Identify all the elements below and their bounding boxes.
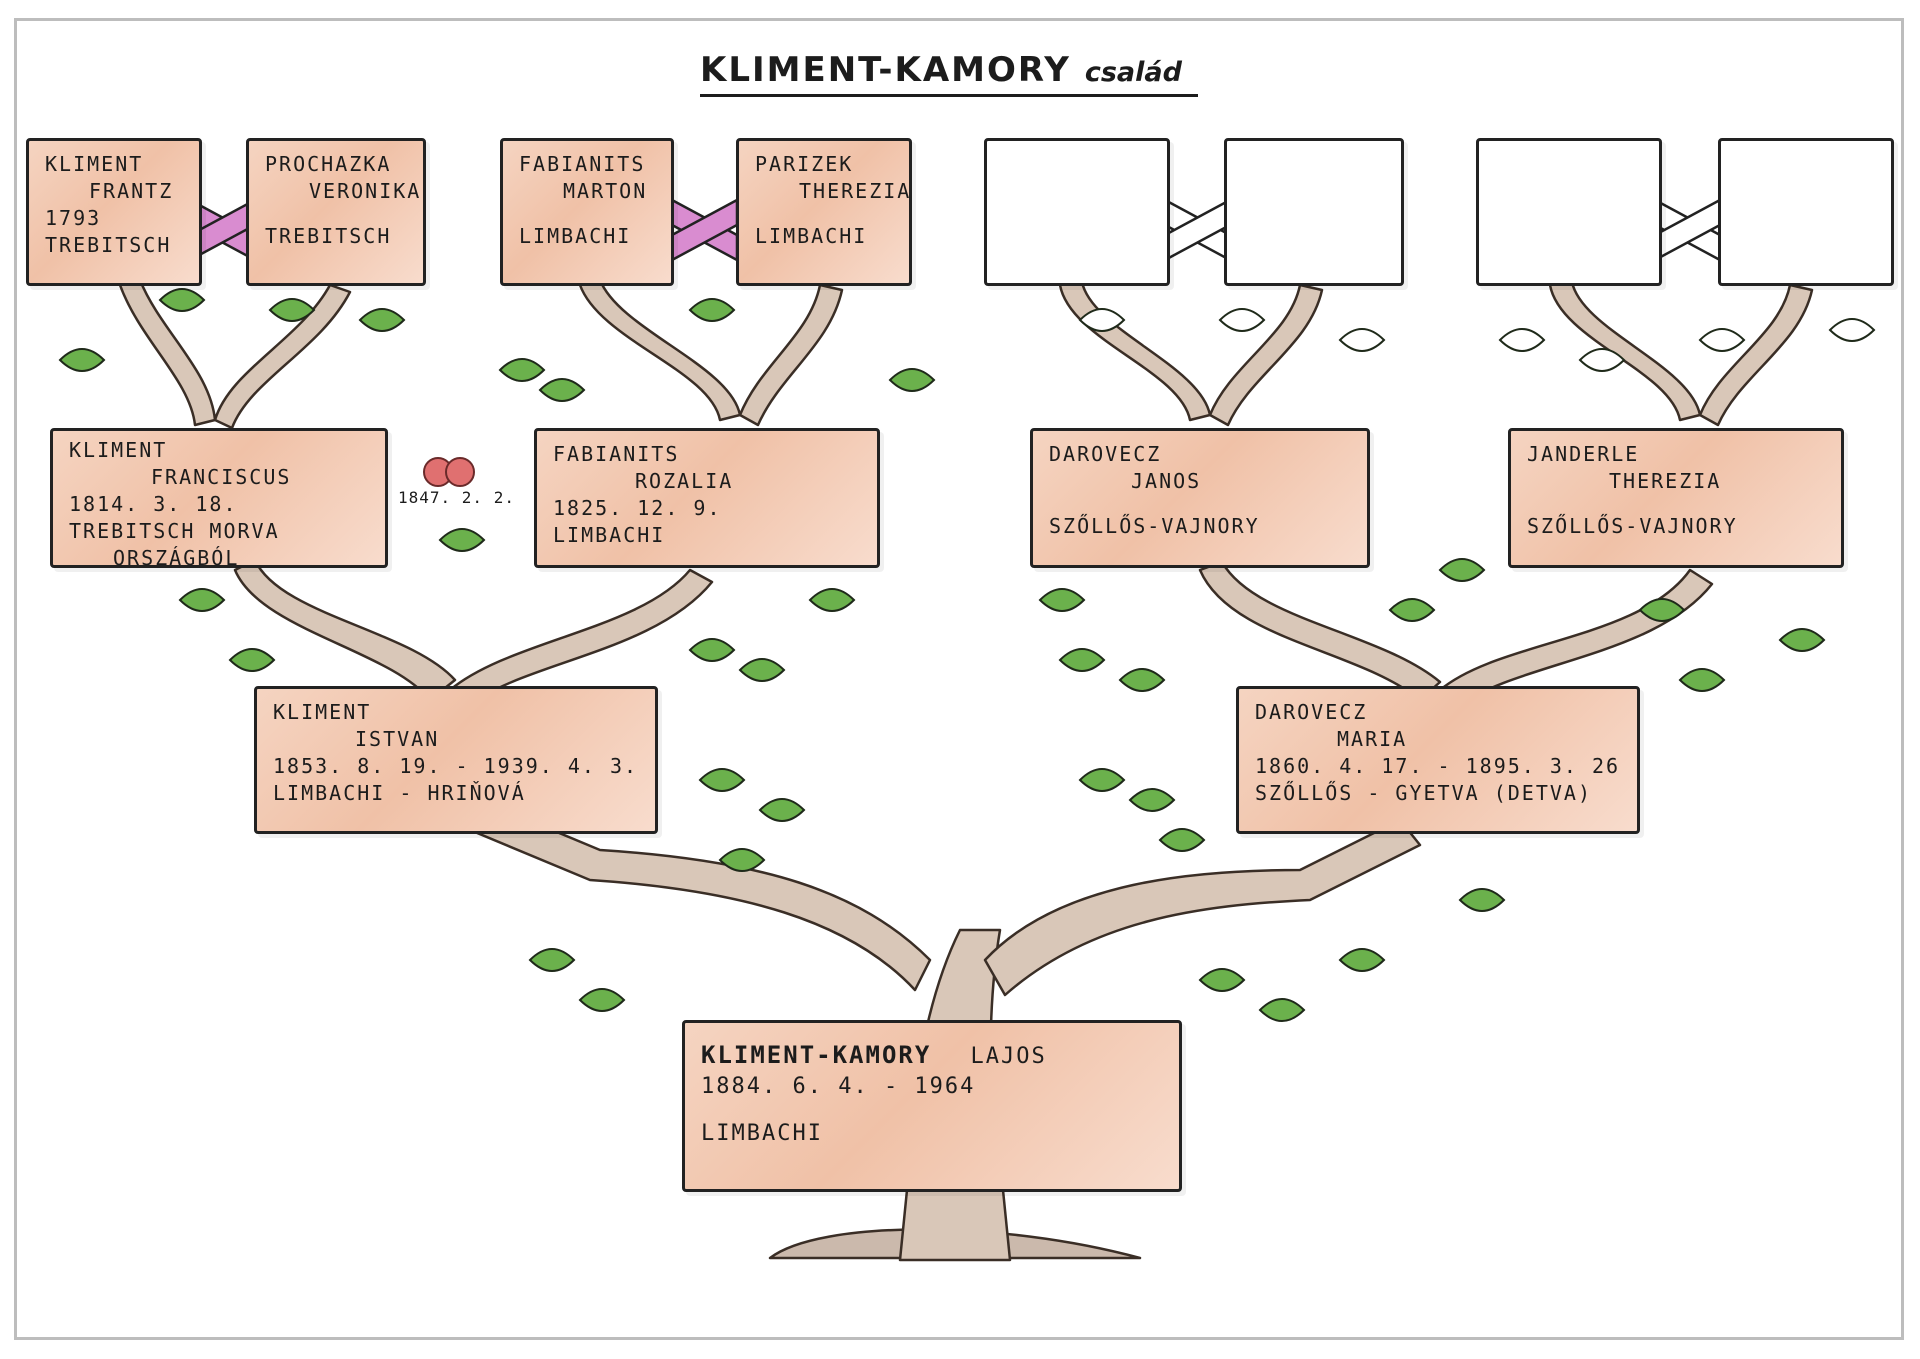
marriage-ribbons bbox=[188, 197, 1722, 263]
surname: FABIANITS bbox=[553, 442, 680, 466]
given-name: ROZALIA bbox=[635, 469, 734, 493]
person-card-darovecz-janos: DAROVECZ JANOS SZŐLLŐS-VAJNORY bbox=[1030, 428, 1370, 568]
given-name: JANOS bbox=[1131, 469, 1202, 493]
birth-date: 1825. 12. 9. bbox=[553, 496, 722, 520]
place: SZŐLLŐS-VAJNORY bbox=[1527, 514, 1738, 538]
given-name: MARTON bbox=[563, 179, 648, 203]
place: LIMBACHI bbox=[755, 224, 868, 248]
place: LIMBACHI bbox=[701, 1121, 823, 1147]
place: LIMBACHI bbox=[553, 523, 666, 547]
given-name: ISTVAN bbox=[355, 727, 440, 751]
person-card-janderle-therezia: JANDERLE THEREZIA SZŐLLŐS-VAJNORY bbox=[1508, 428, 1844, 568]
person-card-fabianits-marton: FABIANITS MARTON LIMBACHI bbox=[500, 138, 674, 286]
uncoloured-leaves bbox=[1078, 308, 1876, 372]
surname: FABIANITS bbox=[519, 152, 646, 176]
birth-date: 1814. 3. 18. bbox=[69, 492, 238, 516]
surname: DAROVECZ bbox=[1255, 700, 1368, 724]
tree-leaves bbox=[58, 288, 1826, 1022]
person-card-blank bbox=[984, 138, 1170, 286]
given-name: FRANTZ bbox=[89, 179, 174, 203]
given-name: MARIA bbox=[1337, 727, 1408, 751]
surname: KLIMENT bbox=[69, 438, 168, 462]
birth-date: 1793 bbox=[45, 206, 102, 230]
place: LIMBACHI bbox=[519, 224, 632, 248]
life-dates: 1860. 4. 17. - 1895. 3. 26 bbox=[1255, 754, 1621, 778]
person-card-kliment-frantz: KLIMENT FRANTZ 1793 TREBITSCH bbox=[26, 138, 202, 286]
place-line-2: ORSZÁGBÓL bbox=[113, 546, 240, 570]
place: SZŐLLŐS - GYETVA (DETVA) bbox=[1255, 781, 1592, 805]
given-name: LAJOS bbox=[970, 1044, 1047, 1069]
surname: DAROVECZ bbox=[1049, 442, 1162, 466]
person-card-kliment-franciscus: KLIMENT FRANCISCUS 1814. 3. 18. TREBITSC… bbox=[50, 428, 388, 570]
surname: PARIZEK bbox=[755, 152, 854, 176]
given-name: VERONIKA bbox=[309, 179, 422, 203]
person-card-blank bbox=[1224, 138, 1404, 286]
given-name: FRANCISCUS bbox=[151, 465, 292, 489]
person-card-fabianits-rozalia: FABIANITS ROZALIA 1825. 12. 9. LIMBACHI bbox=[534, 428, 880, 568]
title-suffix: család bbox=[1084, 57, 1182, 88]
surname: KLIMENT bbox=[273, 700, 372, 724]
marriage-date: 1847. 2. 2. bbox=[398, 488, 515, 507]
title-underline bbox=[700, 94, 1198, 97]
surname: KLIMENT bbox=[45, 152, 144, 176]
given-name: THEREZIA bbox=[1609, 469, 1722, 493]
marriage-rings bbox=[423, 457, 475, 487]
person-card-blank bbox=[1476, 138, 1662, 286]
life-dates: 1853. 8. 19. - 1939. 4. 3. bbox=[273, 754, 639, 778]
place: TREBITSCH bbox=[265, 224, 392, 248]
person-card-blank bbox=[1718, 138, 1894, 286]
place: LIMBACHI - HRIŇOVÁ bbox=[273, 781, 526, 805]
person-card-kliment-kamory-lajos: KLIMENT-KAMORY LAJOS 1884. 6. 4. - 1964 … bbox=[682, 1020, 1182, 1192]
life-dates: 1884. 6. 4. - 1964 bbox=[701, 1073, 976, 1099]
person-card-prochazka-veronika: PROCHAZKA VERONIKA TREBITSCH bbox=[246, 138, 426, 286]
surname: JANDERLE bbox=[1527, 442, 1640, 466]
surname: PROCHAZKA bbox=[265, 152, 392, 176]
place: TREBITSCH MORVA bbox=[69, 519, 280, 543]
person-card-darovecz-maria: DAROVECZ MARIA 1860. 4. 17. - 1895. 3. 2… bbox=[1236, 686, 1640, 834]
place: TREBITSCH bbox=[45, 233, 172, 257]
given-name: THEREZIA bbox=[799, 179, 912, 203]
person-card-kliment-istvan: KLIMENT ISTVAN 1853. 8. 19. - 1939. 4. 3… bbox=[254, 686, 658, 834]
place: SZŐLLŐS-VAJNORY bbox=[1049, 514, 1260, 538]
surname: KLIMENT-KAMORY bbox=[701, 1041, 932, 1069]
title-family-name: KLIMENT-KAMORY bbox=[700, 50, 1071, 90]
diagram-title: KLIMENT-KAMORY család bbox=[700, 50, 1220, 100]
person-card-parizek-therezia: PARIZEK THEREZIA LIMBACHI bbox=[736, 138, 912, 286]
